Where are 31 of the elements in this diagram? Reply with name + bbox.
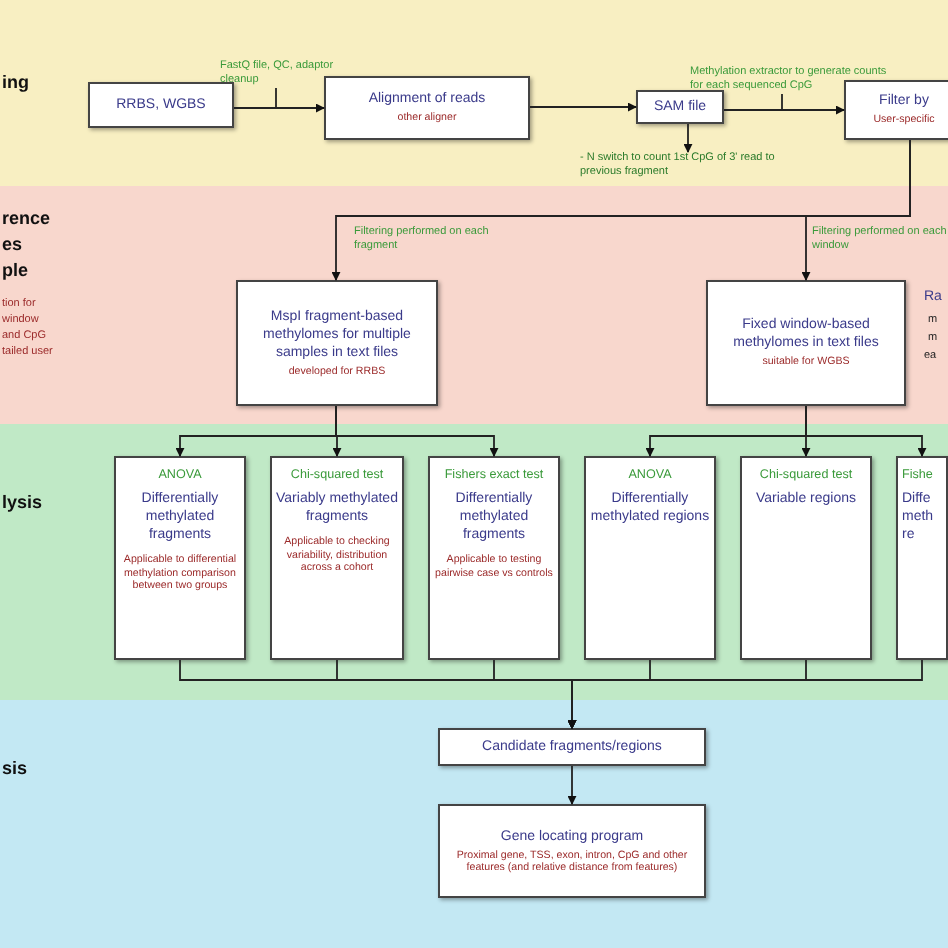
process-box (88, 82, 234, 128)
stage-band (0, 700, 948, 948)
process-box (428, 456, 560, 660)
process-box (896, 456, 948, 660)
arrow (529, 102, 637, 112)
arrow (723, 105, 845, 115)
process-box (844, 80, 948, 140)
stage-label: ple (2, 258, 29, 284)
stage-label: ing (2, 70, 29, 96)
stage-band (0, 0, 948, 186)
process-box (438, 728, 706, 766)
process-box (636, 90, 724, 124)
process-box (584, 456, 716, 660)
process-box (740, 456, 872, 660)
stage-band (0, 424, 948, 700)
stage-label: rence (2, 206, 51, 232)
process-box (236, 280, 438, 406)
arrow (567, 659, 923, 729)
process-box (438, 804, 706, 898)
arrow (567, 765, 577, 805)
stage-band (0, 186, 948, 424)
stage-label: es (2, 232, 23, 258)
process-box (270, 456, 404, 660)
arrow (233, 103, 325, 113)
process-box (114, 456, 246, 660)
arrow (801, 139, 911, 281)
arrow (683, 123, 693, 153)
process-box (706, 280, 906, 406)
process-box (324, 76, 530, 140)
stage-label: lysis (2, 490, 43, 516)
stage-label: sis (2, 756, 28, 782)
